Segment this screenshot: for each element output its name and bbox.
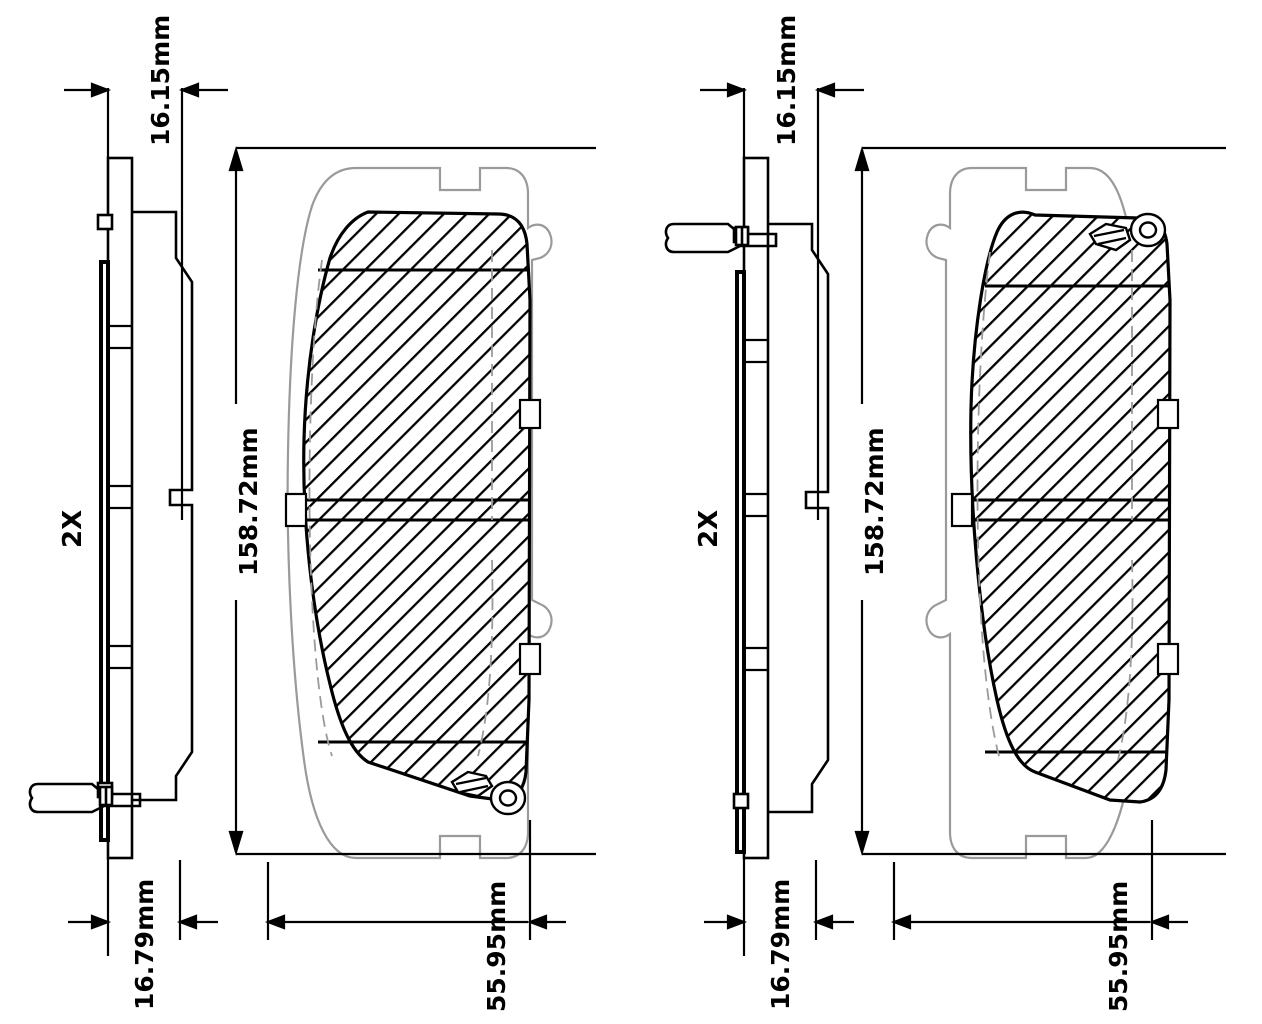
side-locating-notch: [950, 492, 974, 528]
arrow-top: [854, 146, 870, 172]
hidden-lines: [976, 250, 1134, 761]
dim-label-thickness-top-right: 16.15mm: [772, 14, 801, 146]
dim-label-thickness-top-left: 16.15mm: [146, 14, 175, 146]
wear-sensor-clip: [664, 222, 778, 254]
hidden-lines: [308, 250, 494, 757]
dim-bottom-chain-right: [704, 820, 1188, 956]
right-face-view: [925, 166, 1180, 860]
left-pad-assembly: [28, 82, 596, 956]
arrowhead-2: [814, 82, 836, 98]
plate-silhouette-lower: [132, 700, 194, 802]
plate-silhouette-mid: [168, 312, 194, 700]
left-face-view: [284, 166, 553, 860]
right-pad-assembly: [664, 82, 1226, 956]
qty-label-left: 2X: [58, 509, 88, 548]
plate-silhouette-upper: [132, 210, 194, 312]
plate-silhouette-mid: [804, 312, 830, 700]
wear-sensor-bracket: [1088, 212, 1167, 252]
arrowhead: [90, 82, 112, 98]
friction-material-edge: [99, 260, 110, 842]
dim-bottom-chain-left: [68, 820, 566, 956]
dim-length-right: [854, 146, 1226, 856]
wear-sensor-clip: [28, 782, 142, 814]
dim-label-thickness-bottom-left: 16.79mm: [130, 878, 159, 1010]
dim-label-thickness-bottom-right: 16.79mm: [766, 878, 795, 1010]
dim-thickness-top-left: [64, 82, 228, 520]
friction-material-edge: [735, 270, 746, 854]
arrowhead: [726, 82, 748, 98]
friction-groove-lines: [958, 284, 1170, 754]
arrow-bottom: [228, 830, 244, 856]
wear-sensor-bracket: [450, 770, 527, 816]
upper-locating-tab: [96, 213, 114, 231]
backing-plate-edge: [742, 156, 770, 860]
dim-label-length-left: 158.72mm: [234, 427, 263, 576]
dim-label-height-right: 55.95mm: [1104, 880, 1133, 1012]
right-edge-profile-view: [664, 156, 830, 860]
backing-plate-slots: [744, 338, 768, 672]
dim-label-length-right: 158.72mm: [860, 427, 889, 576]
arrow-bottom: [854, 830, 870, 856]
arrowhead-2: [178, 82, 200, 98]
side-locating-notch: [284, 492, 308, 528]
dim-thickness-top-right: [700, 82, 864, 520]
qty-label-right: 2X: [694, 509, 724, 548]
dim-length-left: [228, 146, 596, 856]
left-edge-profile-view: [28, 156, 194, 860]
friction-groove-lines: [292, 268, 530, 744]
backing-plate-slots: [108, 324, 132, 670]
plate-silhouette-upper: [768, 222, 830, 312]
right-edge-tabs: [518, 398, 542, 676]
plate-silhouette-lower: [768, 700, 830, 814]
friction-material-outline: [302, 210, 532, 802]
right-edge-tabs: [1156, 398, 1180, 676]
dim-label-height-left: 55.95mm: [482, 880, 511, 1012]
lower-locating-tab: [732, 792, 750, 810]
arrow-top: [228, 146, 244, 172]
